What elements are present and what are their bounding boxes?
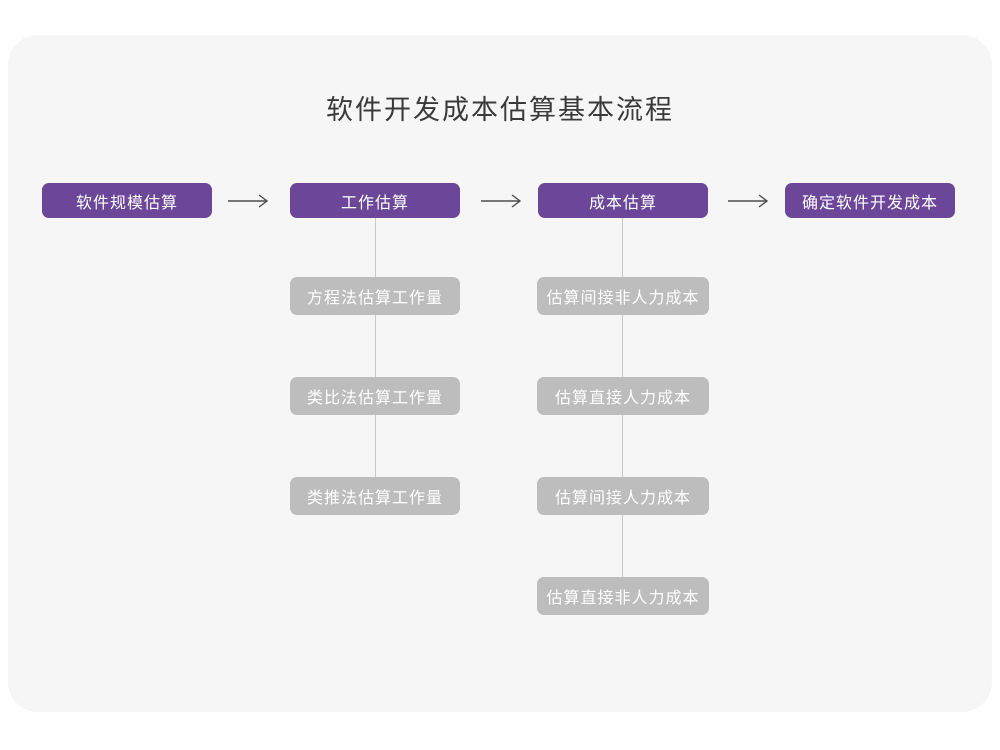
substep-label: 类推法估算工作量 — [306, 490, 443, 507]
stage-label: 成本估算 — [588, 194, 657, 212]
substep-node-analogy-method: 类比法估算工作量 — [290, 377, 460, 415]
substep-label: 方程法估算工作量 — [306, 290, 443, 307]
substep-node-equation-method: 方程法估算工作量 — [290, 277, 460, 315]
substep-node-indirect-labor-cost: 估算间接人力成本 — [537, 477, 709, 515]
substep-label: 估算直接人力成本 — [554, 390, 691, 407]
flowchart-card: 软件开发成本估算基本流程 软件规模估算 工作估算 成本估算 确定软件开发成本 — [8, 35, 992, 712]
substep-label: 类比法估算工作量 — [306, 390, 443, 407]
arrow-right-icon — [227, 193, 269, 209]
substep-label: 估算间接非人力成本 — [546, 290, 700, 307]
substep-label: 估算直接非人力成本 — [546, 590, 700, 607]
substep-node-extrapolation-method: 类推法估算工作量 — [290, 477, 460, 515]
stage-node-software-scale-estimation: 软件规模估算 — [42, 183, 212, 218]
diagram-title: 软件开发成本估算基本流程 — [326, 95, 674, 125]
stage-node-work-estimation: 工作估算 — [290, 183, 460, 218]
stage-node-determine-development-cost: 确定软件开发成本 — [785, 183, 955, 218]
stage-label: 软件规模估算 — [75, 194, 178, 212]
cost-substeps-connector-line — [622, 218, 623, 615]
arrow-right-icon — [480, 193, 522, 209]
substep-node-indirect-non-labor-cost: 估算间接非人力成本 — [537, 277, 709, 315]
substep-label: 估算间接人力成本 — [554, 490, 691, 507]
substep-node-direct-non-labor-cost: 估算直接非人力成本 — [537, 577, 709, 615]
work-substeps-connector-line — [375, 218, 376, 515]
substep-node-direct-labor-cost: 估算直接人力成本 — [537, 377, 709, 415]
stage-label: 确定软件开发成本 — [801, 194, 938, 212]
stage-node-cost-estimation: 成本估算 — [538, 183, 708, 218]
stage-label: 工作估算 — [340, 194, 409, 212]
arrow-right-icon — [727, 193, 769, 209]
